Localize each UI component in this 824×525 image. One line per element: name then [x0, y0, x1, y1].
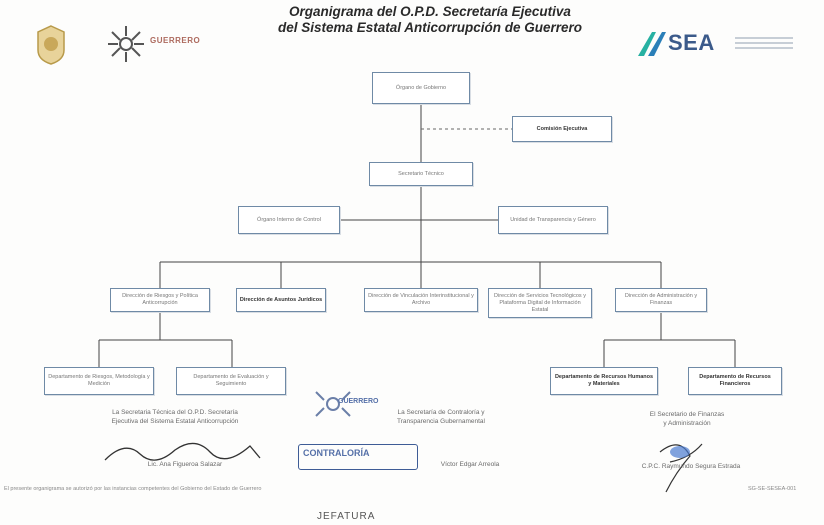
signature-center-line2: Transparencia Gubernamental [397, 418, 485, 425]
footer-note: El presente organigrama se autorizó por … [0, 486, 824, 492]
footer-text: El presente organigrama se autorizó por … [4, 486, 262, 492]
title-line-2: del Sistema Estatal Anticorrupción de Gu… [277, 20, 583, 35]
guerrero-logo-text: GUERRERO [150, 36, 201, 45]
sea-logo-text: SEA [668, 30, 715, 55]
signature-center-line1: La Secretaría de Contraloría y [397, 409, 485, 416]
signature-left-line1: La Secretaria Técnica del O.P.D. Secreta… [112, 409, 238, 416]
org-box-dir-vinculacion: Dirección de Vinculación Interinstitucio… [364, 288, 478, 312]
sea-logo-tagline [735, 34, 793, 52]
signature-left-name: Lic. Ana Figueroa Salazar [147, 461, 223, 468]
page-title: Organigrama del O.P.D. Secretaría Ejecut… [255, 4, 605, 36]
org-box-dir-administracion: Dirección de Administración y Finanzas [615, 288, 707, 312]
signature-left-title: La Secretaria Técnica del O.P.D. Secreta… [70, 408, 280, 426]
signature-center-title: La Secretaría de Contraloría y Transpare… [356, 408, 526, 426]
signature-left-line2: Ejecutiva del Sistema Estatal Anticorrup… [111, 418, 239, 425]
org-box-depto-evaluacion: Departamento de Evaluación y Seguimiento [176, 367, 286, 395]
org-box-dir-riesgos: Dirección de Riesgos y Política Anticorr… [110, 288, 210, 312]
contraloria-stamp: CONTRALORÍA [298, 444, 418, 470]
org-box-depto-rh: Departamento de Recursos Humanos y Mater… [550, 367, 658, 395]
contraloria-emblem-icon [315, 391, 351, 417]
signature-right-line2: y Administración [663, 420, 711, 427]
org-box-dir-asuntos: Dirección de Asuntos Jurídicos [236, 288, 326, 312]
org-box-secretario-tecnico: Secretario Técnico [369, 162, 473, 186]
org-box-comision-ejecutiva: Comisión Ejecutiva [512, 116, 612, 142]
signature-right-name: C.P.C. Raymundo Segura Estrada [641, 463, 741, 470]
guerrero-emblem-icon [108, 26, 144, 62]
org-box-depto-riesgos: Departamento de Riesgos, Metodología y M… [44, 367, 154, 395]
signature-center-name: Víctor Edgar Arreola [440, 461, 500, 468]
jefatura-label: JEFATURA [317, 511, 376, 522]
org-box-dir-servicios: Dirección de Servicios Tecnológicos y Pl… [488, 288, 592, 318]
sea-logo-icon [638, 32, 666, 56]
org-box-unidad-transparencia: Unidad de Transparencia y Género [498, 206, 608, 234]
signature-right-scribble-icon [659, 443, 703, 493]
org-box-organo-interno: Órgano Interno de Control [238, 206, 340, 234]
signature-left-scribble-icon [104, 442, 261, 461]
stamp-text: CONTRALORÍA [303, 448, 370, 458]
signature-right-line1: El Secretario de Finanzas [649, 411, 725, 418]
footer-ref: SG-SE-SESEA-001 [748, 486, 797, 492]
stamp-guerrero: GUERRERO [338, 398, 379, 405]
org-box-depto-rf: Departamento de Recursos Financieros [688, 367, 782, 395]
signature-right-title: El Secretario de Finanzas y Administraci… [612, 410, 762, 428]
state-crest-icon [37, 25, 65, 65]
title-line-1: Organigrama del O.P.D. Secretaría Ejecut… [289, 4, 571, 19]
org-box-organo-gobierno: Órgano de Gobierno [372, 72, 470, 104]
